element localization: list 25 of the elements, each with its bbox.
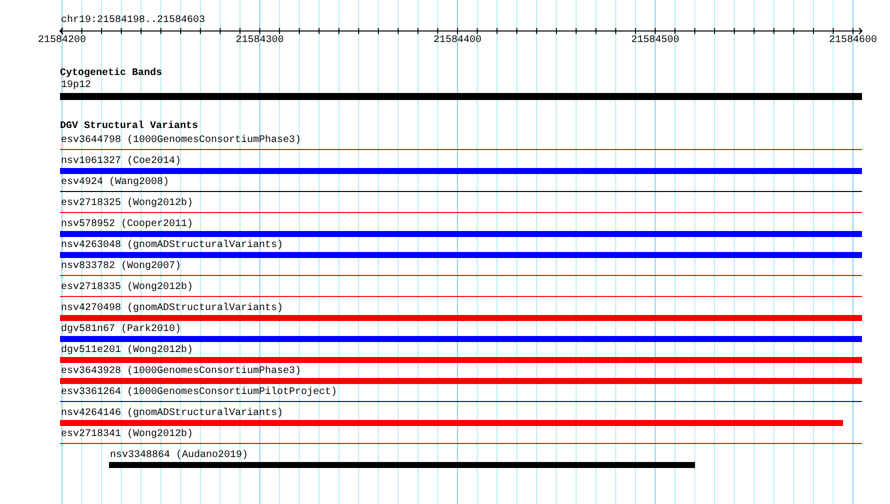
- feature-label: nsv578952 (Cooper2011): [61, 219, 194, 231]
- feature-label: esv3644798 (1000GenomesConsortiumPhase3): [61, 135, 302, 147]
- feature-label: nsv1061327 (Coe2014): [61, 156, 182, 168]
- feature-label: nsv833782 (Wong2007): [61, 261, 182, 273]
- track-title: DGV Structural Variants: [60, 121, 198, 133]
- feature-label: esv2718335 (Wong2012b): [61, 282, 194, 294]
- feature-label: 19p12: [61, 80, 92, 92]
- feature-label: esv2718341 (Wong2012b): [61, 429, 194, 441]
- feature-label: nsv4270498 (gnomADStructuralVariants): [61, 303, 284, 315]
- tick-label: 21584200: [38, 35, 86, 47]
- tick-label: 21584300: [236, 35, 284, 47]
- tick-label: 21584500: [631, 35, 680, 47]
- feature-label: esv3643928 (1000GenomesConsortiumPhase3): [61, 366, 302, 378]
- tick-label: 21584400: [434, 35, 482, 47]
- feature-label: nsv4263048 (gnomADStructuralVariants): [61, 240, 284, 252]
- feature-label: nsv4264146 (gnomADStructuralVariants): [61, 408, 284, 420]
- feature-label: dgv581n67 (Park2010): [61, 324, 182, 336]
- feature-label: esv3361264 (1000GenomesConsortiumPilotProject): [61, 387, 338, 399]
- feature-label: esv2718325 (Wong2012b): [61, 198, 194, 210]
- feature-label: nsv3348864 (Audano2019): [110, 450, 248, 462]
- feature-label: dgv511e201 (Wong2012b): [61, 345, 194, 357]
- track-title: Cytogenetic Bands: [60, 68, 162, 80]
- tick-label: 21584600: [829, 35, 877, 47]
- feature-label: esv4924 (Wang2008): [61, 177, 170, 189]
- coordinate-range: chr19:21584198..21584603: [61, 15, 206, 27]
